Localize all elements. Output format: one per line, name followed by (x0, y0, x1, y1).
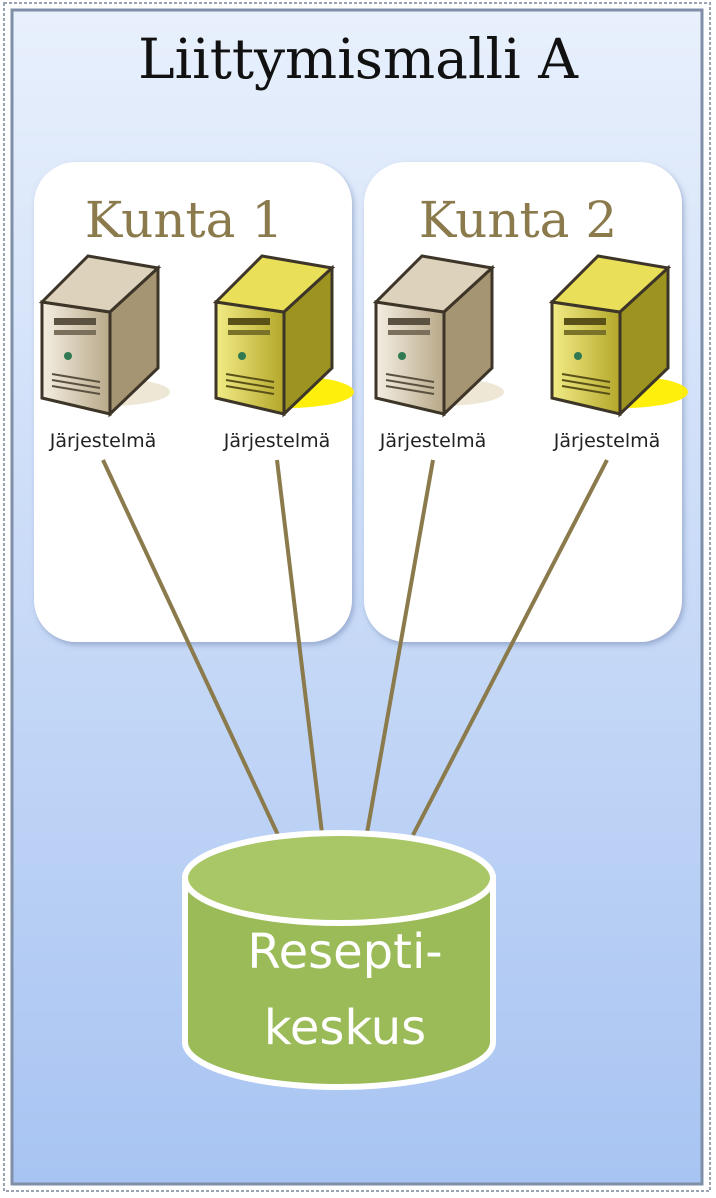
connector-line-4 (411, 459, 609, 836)
diagram-title: Liittymismalli A (138, 27, 579, 91)
group-label-kunta-1: Kunta 1 (85, 191, 283, 249)
connector-line-1 (101, 459, 280, 836)
database-icon (182, 830, 496, 1090)
system-label: Järjestelmä (49, 430, 157, 452)
connector-line-2 (275, 459, 324, 834)
server-icon (38, 254, 170, 418)
server-icon (372, 254, 504, 418)
group-label-kunta-2: Kunta 2 (419, 191, 617, 249)
system-label: Järjestelmä (379, 430, 487, 452)
server-icon (212, 254, 354, 418)
system-label: Järjestelmä (553, 430, 661, 452)
outer-frame-border (3, 2, 711, 1192)
server-icon (548, 254, 688, 418)
connector-line-3 (365, 459, 435, 834)
database-label-line-2: keskus (264, 1000, 426, 1056)
system-label: Järjestelmä (223, 430, 331, 452)
database-label-line-1: Resepti- (247, 924, 442, 980)
